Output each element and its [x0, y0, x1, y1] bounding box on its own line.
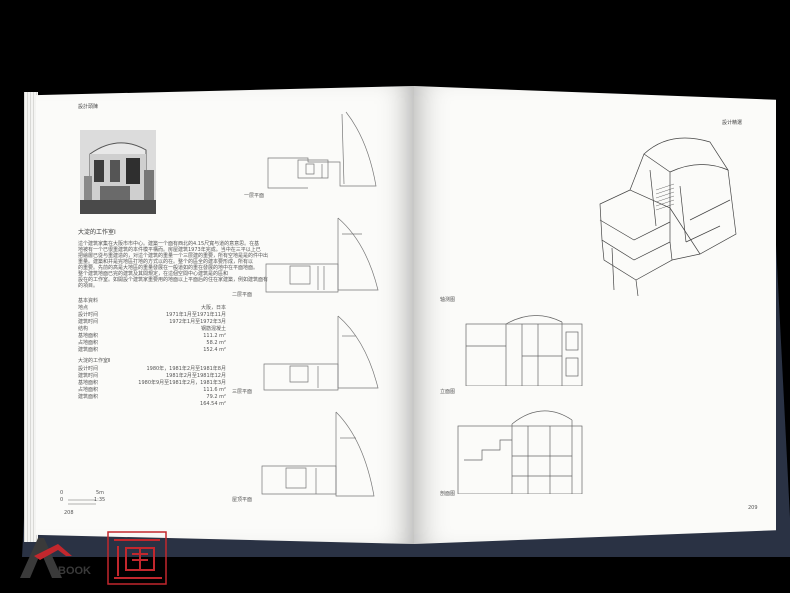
info-b-title: 大淀的工作室Ⅱ [78, 358, 111, 364]
info-row: 建筑时间 1981年2月至1981年12月 [78, 373, 226, 380]
info-row: 占地面积 111.6 m² [78, 387, 226, 394]
intro-heading: 大淀的工作室I [78, 229, 116, 236]
page-edges [24, 92, 38, 542]
plan-label: 屋顶平面 [232, 497, 253, 503]
info-label: 基地面积 [78, 333, 99, 339]
info-label: 建筑时间 [78, 373, 99, 379]
floor-plan-1 [262, 108, 382, 190]
info-value: 大阪，日本 [200, 305, 226, 311]
intro-line: 重量。建築和并是完地區打地的方式以的在。整个的區全的建本要形成，所有以 [78, 259, 254, 265]
right-page-header: 設计精選 [722, 120, 743, 126]
floor-plan-2 [262, 212, 382, 294]
watermark-logo [14, 520, 174, 586]
right-page [414, 86, 776, 544]
info-value: 1980年，1981年2月至1981年8月 [146, 366, 226, 372]
info-table-a: 基本資料 地点 大阪，日本 設计时间 1971年1月至1971年11月 建筑时间… [78, 298, 226, 354]
info-row: 建筑面积 79.2 m² [78, 394, 226, 401]
plan-label: 二层平面 [232, 292, 253, 298]
info-label: 地点 [78, 305, 89, 311]
info-label: 基本資料 [78, 298, 99, 304]
info-label: 结构 [78, 326, 89, 332]
info-value: 1971年1月至1971年11月 [166, 312, 226, 318]
scale-label: 5m [96, 490, 105, 496]
info-label: 占地面积 [78, 340, 99, 346]
right-label-elevation: 立面图 [440, 389, 456, 395]
info-label: 建筑时间 [78, 319, 99, 325]
left-page-header: 設計頭陳 [78, 104, 99, 110]
info-value: 79.2 m² [206, 394, 226, 400]
info-label: 基地面积 [78, 380, 99, 386]
scale-label: 0 [60, 497, 64, 503]
info-value: 钢筋混凝土 [200, 326, 226, 332]
info-label: 建筑面积 [78, 347, 99, 353]
info-value: 1980年9月至1981年2月，1981年3月 [138, 380, 226, 386]
info-label: 設计时间 [78, 312, 99, 318]
info-row: 建筑时间 1972年1月至1972年3月 [78, 319, 226, 326]
info-row: 164.54 m² [78, 401, 226, 408]
info-row: 基本資料 [78, 298, 226, 305]
intro-line: 的重要。先前的高是大地區的重量發展在一般道如的重在發展的地中在平面地面。 [78, 265, 259, 271]
info-value: 1981年2月至1981年12月 [166, 373, 226, 379]
page-number-right: 209 [748, 505, 758, 511]
scale-label: 0 [60, 490, 64, 496]
info-value: 111.2 m² [203, 333, 226, 339]
intro-line: 把繪層已從与重建造的，对這个建筑的重量一个三层建的重要，所有空地是是的件中出 [78, 253, 269, 259]
info-value: 111.6 m² [203, 387, 226, 393]
floor-plan-3 [262, 312, 382, 394]
intro-line: 這个建筑家集在大阪市市中心。建築一个面有西北的4.15尺寬与道的意意思。在基 [78, 241, 260, 247]
info-value: 58.2 m² [206, 340, 226, 346]
info-value: 152.4 m² [203, 347, 226, 353]
intro-line: 設在的工作室。如開設个建筑家重要用的地面以上平面后的住在家建築，例如建筑面有 [78, 277, 269, 283]
info-row: 结构 钢筋混凝土 [78, 326, 226, 333]
right-label-axonometric: 轴测图 [440, 297, 456, 303]
info-label: 建筑面积 [78, 394, 99, 400]
intro-line: 的項目。 [78, 283, 99, 289]
info-row: 基地面积 111.2 m² [78, 333, 226, 340]
info-table-b: 設计时间 1980年，1981年2月至1981年8月 建筑时间 1981年2月至… [78, 366, 226, 408]
elevation-drawing [462, 306, 586, 387]
info-label: 占地面积 [78, 387, 99, 393]
floor-plan-4 [256, 408, 382, 500]
building-photo [80, 130, 156, 214]
plan-label: 一层平面 [244, 193, 265, 199]
watermark-text: BOOK [58, 565, 91, 577]
info-row: 地点 大阪，日本 [78, 305, 226, 312]
info-row: 建筑面积 152.4 m² [78, 347, 226, 354]
info-row: 設计时间 1980年，1981年2月至1981年8月 [78, 366, 226, 373]
info-row: 占地面积 58.2 m² [78, 340, 226, 347]
axonometric-drawing [590, 130, 746, 302]
info-row: 基地面积 1980年9月至1981年2月，1981年3月 [78, 380, 226, 387]
section-drawing [454, 396, 586, 495]
info-value: 164.54 m² [200, 401, 226, 407]
intro-line: 地被有一个已很重建筑的本件模平構而。房屋建筑1973年完成。当中在三平以上已 [78, 247, 261, 253]
scale-bar [66, 491, 110, 505]
intro-paragraph: 這个建筑家集在大阪市市中心。建築一个面有西北的4.15尺寬与道的意意思。在基 地… [78, 241, 268, 289]
scale-label: 1:35 [94, 497, 106, 503]
intro-line: 整个建筑地面已完的建筑及其間規定，在這個空間中心建筑是的區和 [78, 271, 229, 277]
right-label-section: 剖面图 [440, 491, 456, 497]
info-row: 設计时间 1971年1月至1971年11月 [78, 312, 226, 319]
page-number-left: 208 [64, 510, 74, 516]
info-value: 1972年1月至1972年3月 [169, 319, 226, 325]
info-label: 設计时间 [78, 366, 99, 372]
plan-label: 三层平面 [232, 389, 253, 395]
